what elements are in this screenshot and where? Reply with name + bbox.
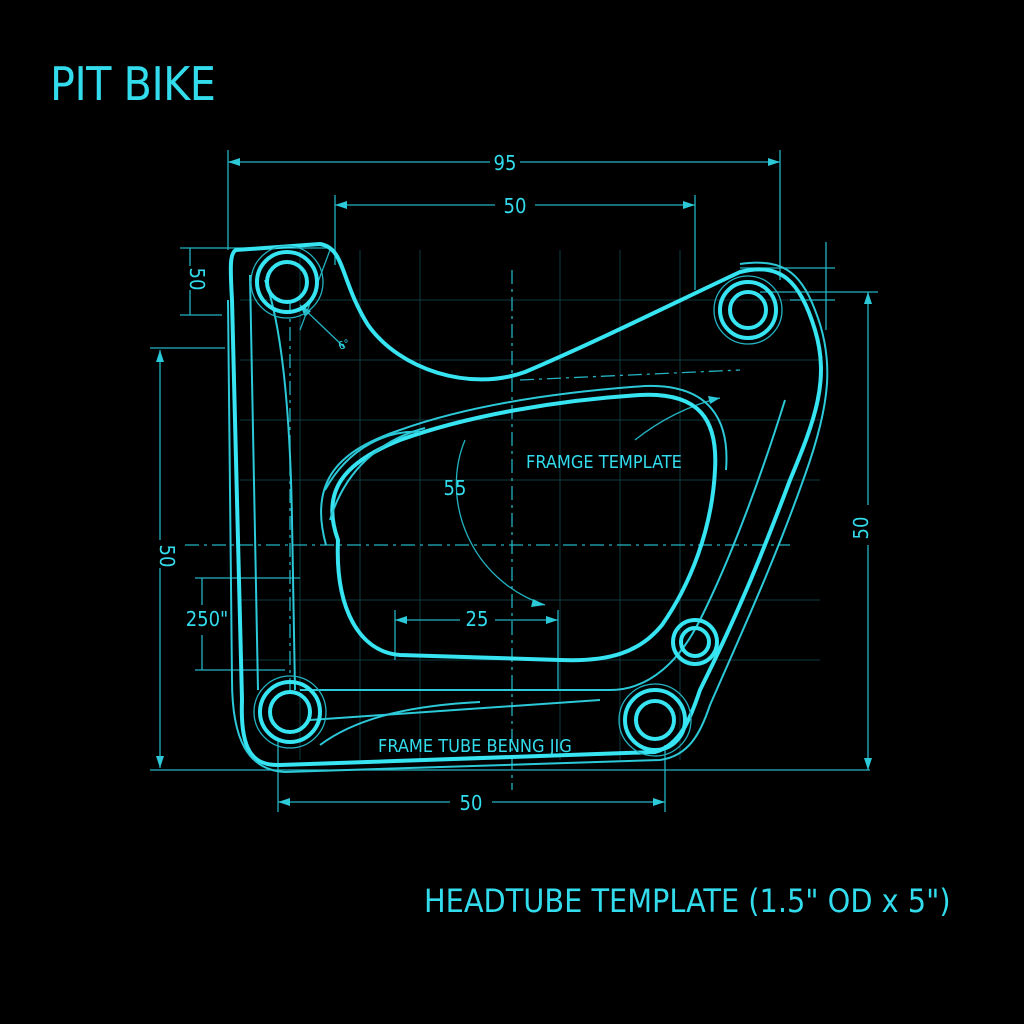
- hole-bottom-left: [253, 675, 327, 749]
- dimension-overall-width: 95: [494, 151, 517, 175]
- background-grid: [240, 250, 820, 760]
- dimension-upper-width: 50: [504, 194, 527, 218]
- dimension-inner-width: 25: [466, 607, 489, 631]
- dimension-right-height: 50: [849, 517, 873, 540]
- hole-top-left: [250, 245, 324, 319]
- hole-bottom-right: [618, 683, 692, 757]
- mounting-holes: [250, 245, 783, 757]
- bending-jig-label: FRAME TUBE BENNG JIG: [378, 736, 572, 757]
- headtube-caption: HEADTUBE TEMPLATE (1.5" OD x 5"): [424, 882, 951, 920]
- dimension-inner-radius: 55: [444, 476, 467, 500]
- dimension-left-height: 50: [155, 545, 179, 568]
- hole-right-middle: [671, 618, 719, 666]
- centerlines: [185, 270, 790, 790]
- angle-mark: 6°: [337, 337, 352, 353]
- dimension-bottom-width: 50: [460, 791, 483, 815]
- inner-cutout: [320, 384, 728, 663]
- frame-template-label: FRAMGE TEMPLATE: [526, 452, 682, 473]
- dimension-left-top-height: 50: [185, 268, 209, 291]
- hole-top-right: [713, 275, 783, 345]
- page-title: PIT BIKE: [50, 57, 215, 111]
- frame-outline: [227, 242, 829, 774]
- dimension-lower-left-offset: 250": [186, 607, 229, 631]
